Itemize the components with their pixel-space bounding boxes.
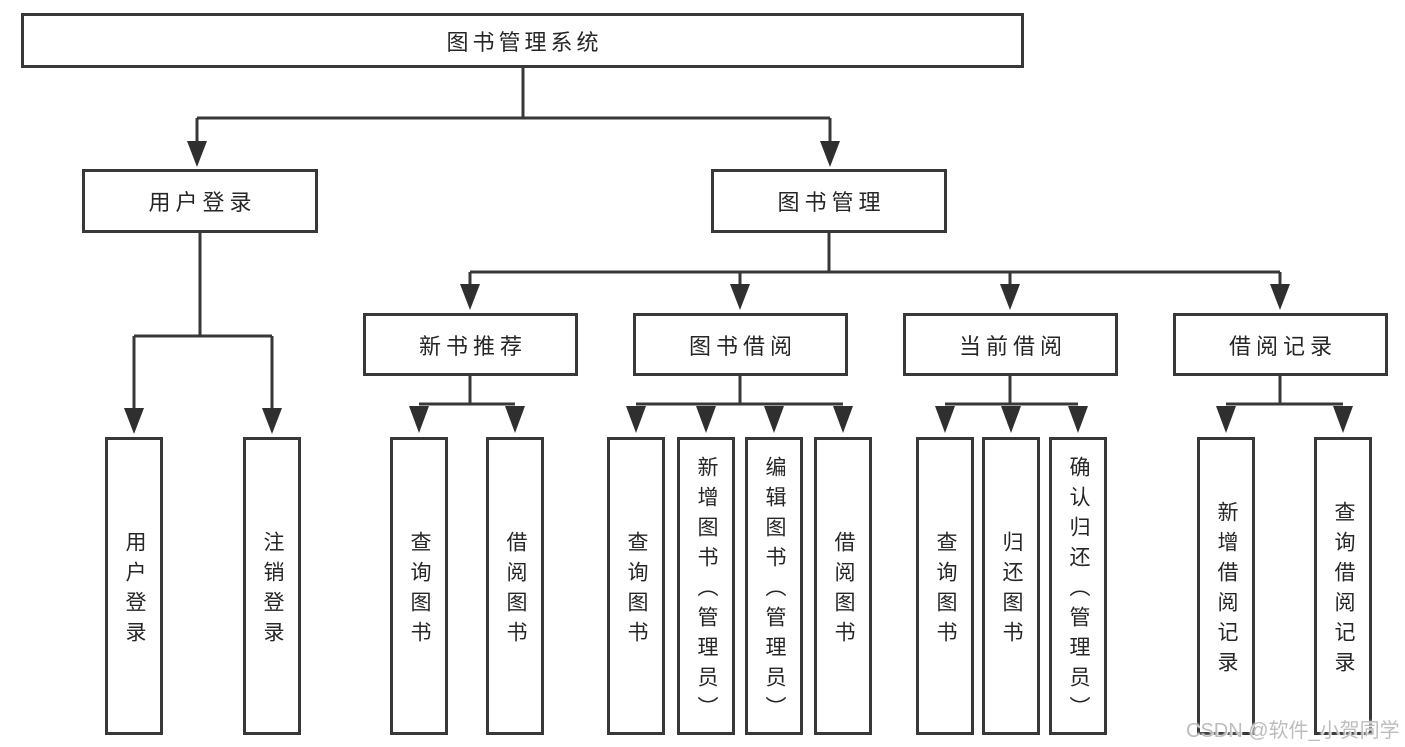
arrowhead — [1000, 284, 1020, 310]
leaf-query-borrow-record-label: 查询借阅记录 — [1332, 500, 1355, 681]
arrowhead — [1333, 406, 1353, 433]
leaf-confirm-return-admin-label: 确认归还（管理员） — [1067, 455, 1090, 726]
arrowhead — [820, 141, 840, 167]
node-borrow-records-label: 借阅记录 — [1228, 333, 1337, 359]
leaf-return-book-label: 归还图书 — [1000, 530, 1023, 651]
node-root: 图书管理系统 — [21, 13, 1024, 68]
leaf-add-borrow-record-label: 新增借阅记录 — [1215, 500, 1238, 681]
arrowhead — [730, 284, 750, 310]
arrowhead — [696, 406, 716, 433]
leaf-logout-label: 注销登录 — [261, 530, 284, 651]
arrowhead — [187, 141, 207, 167]
watermark-text: CSDN @软件_小贺同学 — [1186, 720, 1400, 742]
connector-book-management-to-level3 — [460, 233, 1290, 310]
connector-root-to-level2 — [187, 68, 840, 167]
connector-new-book-to-leaves — [409, 376, 525, 433]
node-new-book-recommend: 新书推荐 — [363, 313, 578, 376]
leaf-user-login: 用户登录 — [105, 437, 163, 735]
leaf-query-borrow-record: 查询借阅记录 — [1314, 437, 1372, 735]
arrowhead — [460, 284, 480, 310]
node-borrow-records: 借阅记录 — [1173, 313, 1388, 376]
leaf-user-login-label: 用户登录 — [123, 530, 146, 651]
arrowhead — [935, 406, 955, 433]
arrowhead — [1216, 406, 1236, 433]
leaf-edit-book-admin-label: 编辑图书（管理员） — [763, 455, 786, 726]
leaf-edit-book-admin: 编辑图书（管理员） — [745, 437, 803, 735]
leaf-borrow-books-label: 借阅图书 — [832, 530, 855, 651]
arrowhead — [1270, 284, 1290, 310]
arrowhead — [764, 406, 784, 433]
arrowhead — [262, 408, 282, 434]
leaf-confirm-return-admin: 确认归还（管理员） — [1049, 437, 1107, 735]
node-user-login: 用户登录 — [82, 169, 318, 233]
leaf-borrow-books: 借阅图书 — [814, 437, 872, 735]
connector-borrow-records-to-leaves — [1216, 376, 1353, 433]
node-book-borrow-label: 图书借阅 — [688, 333, 797, 359]
node-book-management-label: 图书管理 — [777, 190, 886, 215]
node-new-book-recommend-label: 新书推荐 — [418, 333, 527, 359]
node-user-login-label: 用户登录 — [148, 190, 257, 215]
leaf-query-books-recommend-label: 查询图书 — [408, 530, 431, 651]
arrowhead — [1001, 406, 1021, 433]
leaf-return-book: 归还图书 — [982, 437, 1040, 735]
leaf-query-books-current-label: 查询图书 — [934, 530, 957, 651]
connector-current-borrow-to-leaves — [935, 376, 1088, 433]
leaf-add-borrow-record: 新增借阅记录 — [1197, 437, 1255, 735]
arrowhead — [409, 406, 429, 433]
node-book-management: 图书管理 — [711, 169, 947, 233]
leaf-logout: 注销登录 — [243, 437, 301, 735]
node-current-borrow: 当前借阅 — [903, 313, 1118, 376]
leaf-borrow-books-recommend-label: 借阅图书 — [504, 530, 527, 651]
leaf-query-books-borrow: 查询图书 — [607, 437, 665, 735]
node-current-borrow-label: 当前借阅 — [958, 333, 1067, 359]
connector-user-login-to-leaves — [124, 233, 282, 434]
node-root-label: 图书管理系统 — [446, 29, 603, 55]
leaf-add-book-admin: 新增图书（管理员） — [677, 437, 735, 735]
leaf-query-books-recommend: 查询图书 — [390, 437, 448, 735]
arrowhead — [124, 408, 144, 434]
arrowhead — [505, 406, 525, 433]
connector-book-borrow-to-leaves — [626, 376, 853, 433]
arrowhead — [626, 406, 646, 433]
leaf-borrow-books-recommend: 借阅图书 — [486, 437, 544, 735]
leaf-add-book-admin-label: 新增图书（管理员） — [695, 455, 718, 726]
arrowhead — [833, 406, 853, 433]
leaf-query-books-current: 查询图书 — [916, 437, 974, 735]
leaf-query-books-borrow-label: 查询图书 — [625, 530, 648, 651]
node-book-borrow: 图书借阅 — [633, 313, 848, 376]
arrowhead — [1068, 406, 1088, 433]
